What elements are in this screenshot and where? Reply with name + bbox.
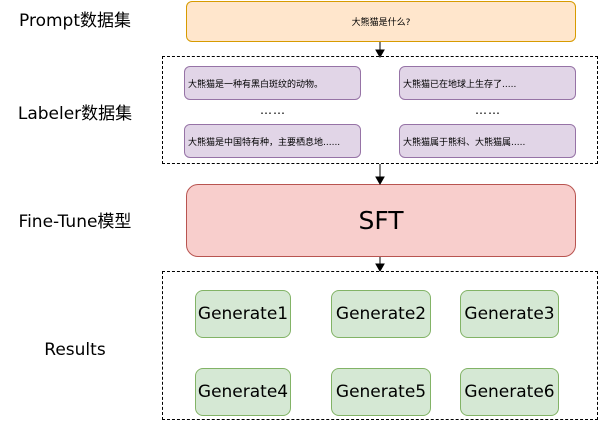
- generate-node-4-label: Generate4: [197, 382, 289, 402]
- sft-model-label: SFT: [358, 206, 404, 235]
- labeler-ellipsis-left: ……: [260, 103, 286, 117]
- label-answer-2: 大熊猫已在地球上生存了.....: [399, 66, 576, 100]
- generate-node-3-label: Generate3: [464, 304, 555, 324]
- label-answer-2-text: 大熊猫已在地球上生存了.....: [403, 79, 517, 90]
- label-answer-3-text: 大熊猫是中国特有种，主要栖息地......: [188, 137, 341, 148]
- label-answer-3: 大熊猫是中国特有种，主要栖息地......: [184, 124, 361, 158]
- generate-node-5-label: Generate5: [335, 382, 427, 402]
- labeler-group: 大熊猫是一种有黑白斑纹的动物。 大熊猫已在地球上生存了..... …… …… 大…: [162, 56, 598, 164]
- labeler-ellipsis-right: ……: [475, 103, 501, 117]
- stage-label-finetune: Fine-Tune模型: [18, 212, 132, 232]
- arrow-sft-to-results-head: [375, 263, 385, 273]
- label-answer-4: 大熊猫属于熊科、大熊猫属.....: [399, 124, 576, 158]
- generate-node-6: Generate6: [460, 368, 559, 416]
- label-answer-1-text: 大熊猫是一种有黑白斑纹的动物。: [188, 79, 324, 90]
- stage-label-prompt: Prompt数据集: [19, 11, 131, 31]
- generate-node-1: Generate1: [195, 290, 291, 338]
- prompt-text: 大熊猫是什么?: [351, 18, 411, 28]
- generate-node-2: Generate2: [331, 290, 431, 338]
- sft-model-node: SFT: [186, 184, 576, 257]
- results-group: Generate1 Generate2 Generate3 Generate4 …: [162, 271, 598, 420]
- label-answer-4-text: 大熊猫属于熊科、大熊猫属.....: [403, 137, 526, 148]
- stage-label-results: Results: [44, 340, 106, 360]
- generate-node-4: Generate4: [195, 368, 291, 416]
- generate-node-6-label: Generate6: [464, 382, 555, 402]
- generate-node-5: Generate5: [331, 368, 431, 416]
- stage-label-labeler: Labeler数据集: [17, 104, 133, 124]
- generate-node-1-label: Generate1: [197, 304, 289, 324]
- arrow-prompt-to-labeler-head: [375, 49, 385, 59]
- prompt-node: 大熊猫是什么?: [186, 1, 576, 42]
- arrow-labeler-to-sft-head: [375, 176, 385, 186]
- label-answer-1: 大熊猫是一种有黑白斑纹的动物。: [184, 66, 361, 100]
- generate-node-3: Generate3: [460, 290, 559, 338]
- generate-node-2-label: Generate2: [335, 304, 427, 324]
